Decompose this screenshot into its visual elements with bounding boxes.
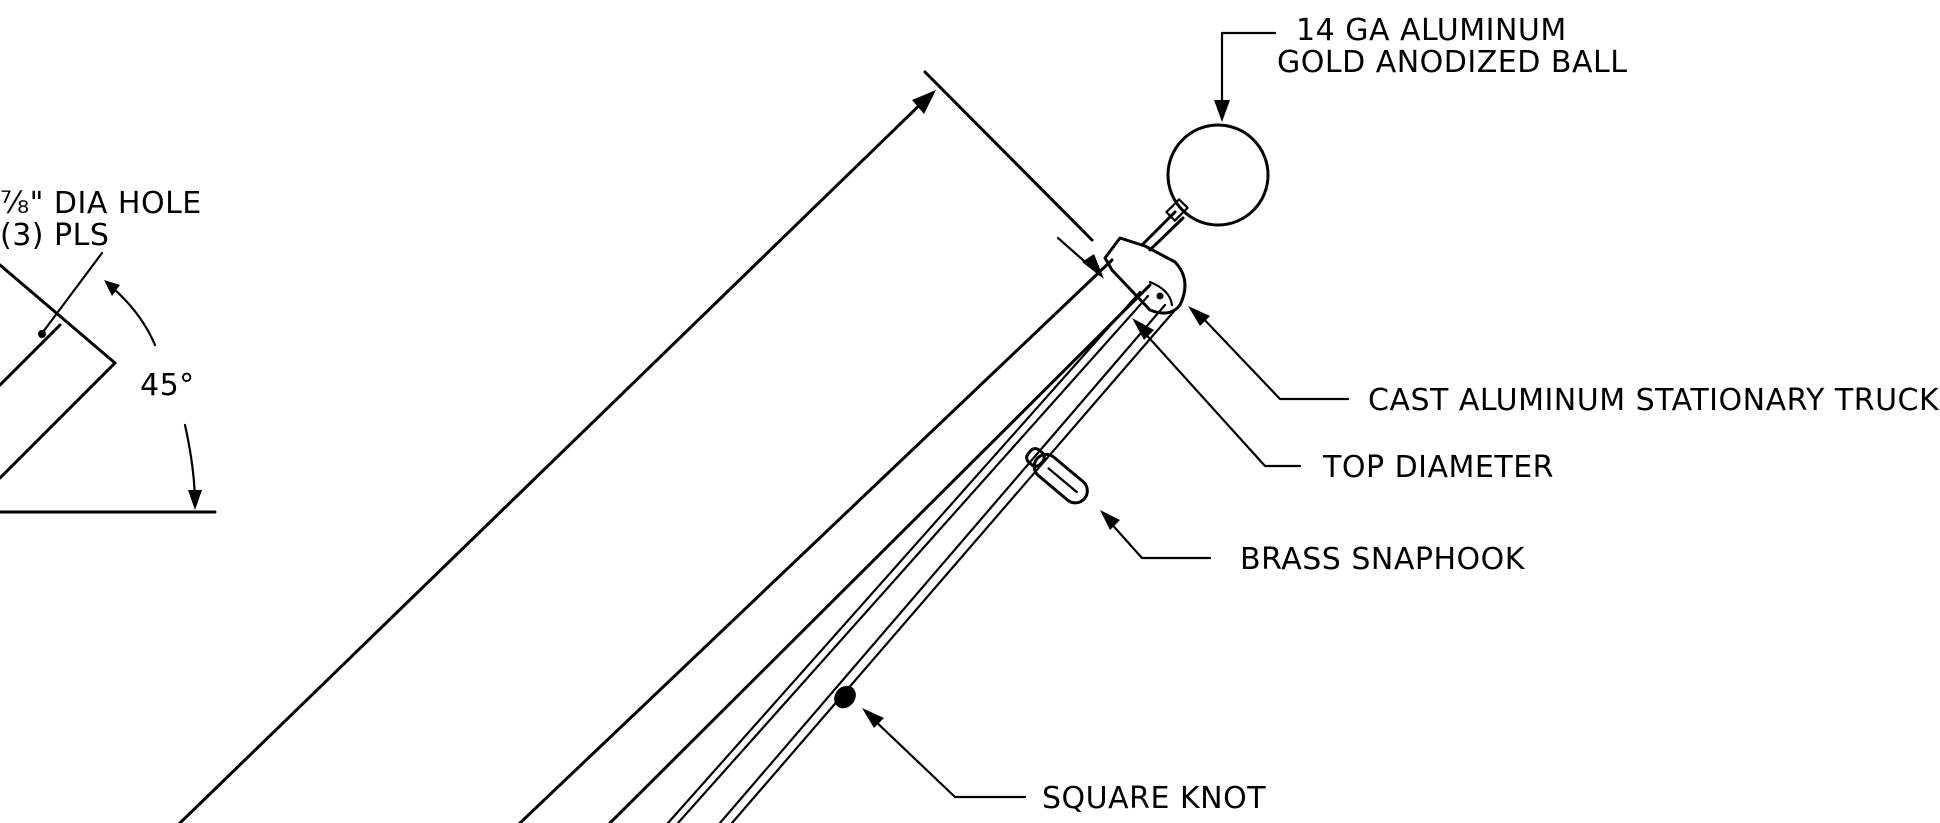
- halyard-rope-3: [718, 303, 1167, 823]
- hole-label-line2: (3) PLS: [0, 218, 109, 253]
- ball-stem-left: [1140, 210, 1177, 247]
- snaphook-label: BRASS SNAPHOOK: [1240, 542, 1526, 577]
- angle-label: 45°: [140, 368, 195, 403]
- ball-label-line1: 14 GA ALUMINUM: [1296, 13, 1567, 48]
- halyard-rope-4: [730, 308, 1177, 823]
- leaders: [862, 31, 1350, 799]
- truck-pulley: [1148, 280, 1174, 307]
- angle-arrow-lower: [188, 490, 202, 510]
- extension-line-top: [923, 70, 1094, 242]
- pole-outline-right: [608, 283, 1152, 823]
- snaphook-leader-arrow: [1100, 510, 1120, 530]
- snaphook-gate: [1047, 467, 1078, 494]
- truck-leader-arrow: [1188, 306, 1210, 326]
- ball-stem-right: [1148, 216, 1185, 252]
- top-diameter-dim-arrow: [1082, 254, 1104, 279]
- halyard-rope-1: [666, 290, 1142, 823]
- brass-snaphook: [1025, 447, 1089, 505]
- truck-assembly: [1103, 123, 1270, 315]
- top-diameter-label: TOP DIAMETER: [1322, 450, 1554, 485]
- dimension-line: [178, 93, 932, 823]
- snaphook-eye: [1025, 447, 1046, 468]
- halyard-rope-2: [676, 294, 1150, 823]
- plate-edge-lower: [0, 361, 117, 480]
- knot-label: SQUARE KNOT: [1042, 781, 1266, 816]
- dimension-arrow-top: [912, 90, 936, 114]
- truck-leader: [1198, 313, 1350, 401]
- plate-edge-upper: [0, 323, 62, 387]
- knot-leader: [870, 716, 1027, 799]
- knot-blob: [834, 685, 856, 709]
- hole-center-dot: [38, 330, 46, 338]
- hole-detail: [0, 251, 217, 514]
- hole-label-line1: ⅞" DIA HOLE: [0, 186, 202, 221]
- hole-leader-line: [38, 251, 104, 338]
- stationary-truck: [1103, 236, 1187, 315]
- truck-pin: [1156, 292, 1164, 300]
- snaphook-leader: [1106, 518, 1212, 560]
- gold-anodized-ball: [1166, 123, 1270, 227]
- ball-leader-arrow: [1214, 100, 1230, 122]
- flagpole-shaft: [518, 258, 1177, 823]
- pole-outline-left: [518, 258, 1114, 823]
- top-diameter-leader: [1140, 328, 1302, 468]
- length-dimension: [178, 70, 1104, 823]
- top-diameter-leader-arrow: [1132, 318, 1154, 340]
- square-knot: [834, 685, 856, 709]
- truck-label: CAST ALUMINUM STATIONARY TRUCK: [1368, 383, 1940, 418]
- angle-arrow-upper: [104, 280, 120, 296]
- ball-collar: [1165, 198, 1189, 222]
- knot-leader-arrow: [862, 708, 884, 728]
- snaphook-body: [1032, 452, 1089, 505]
- ball-label-line2: GOLD ANODIZED BALL: [1277, 45, 1627, 80]
- ball-leader: [1220, 31, 1277, 112]
